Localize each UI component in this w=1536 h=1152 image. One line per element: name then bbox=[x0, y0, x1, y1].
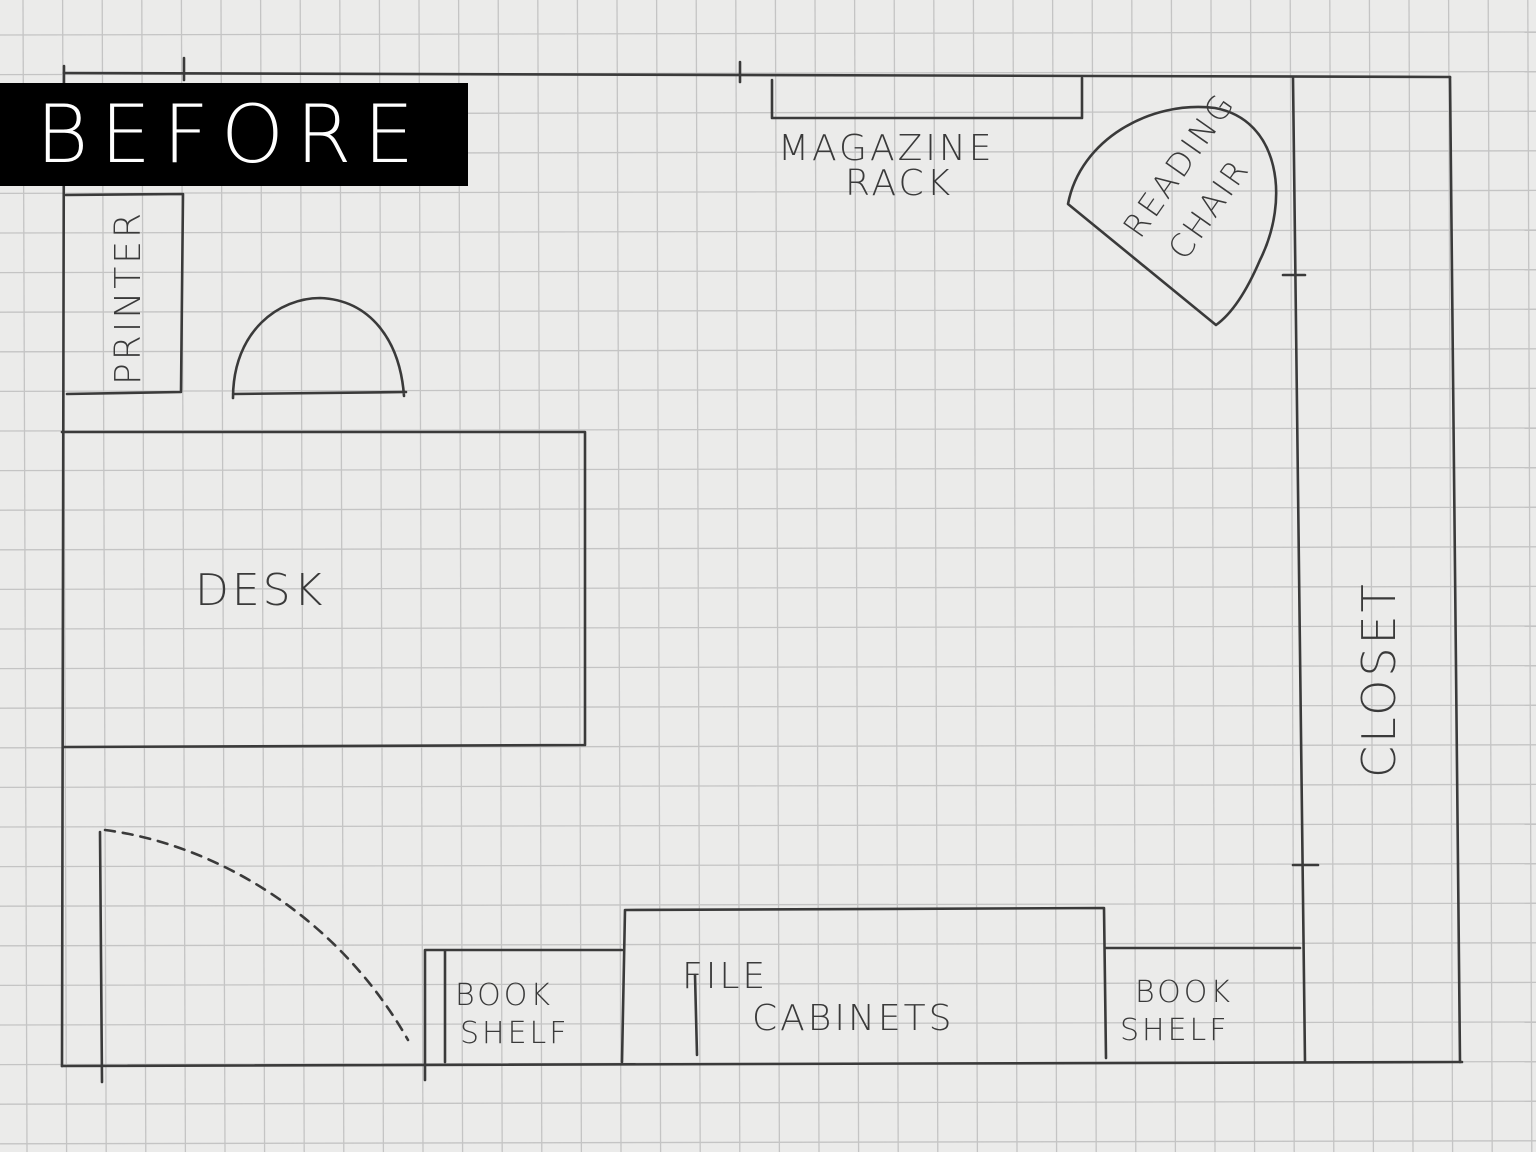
grid-line-vertical bbox=[1210, 0, 1216, 1152]
grid-line-vertical bbox=[1051, 0, 1058, 1152]
grid-line-horizontal bbox=[0, 189, 1536, 195]
grid-line-vertical bbox=[1329, 0, 1335, 1152]
grid-line-horizontal bbox=[0, 942, 1536, 947]
wall-right bbox=[1448, 75, 1462, 1064]
wall-left bbox=[60, 64, 66, 1068]
printer bbox=[64, 192, 185, 396]
grid-line-horizontal bbox=[0, 862, 1536, 868]
magazine-rack bbox=[770, 76, 1084, 120]
grid-line-vertical bbox=[616, 0, 622, 1152]
grid-line-horizontal bbox=[0, 1100, 1536, 1105]
grid-line-vertical bbox=[1368, 0, 1375, 1152]
bookshelf-right-label-line2: SHELF bbox=[1120, 1013, 1230, 1048]
reading-chair bbox=[1066, 105, 1278, 327]
closet-label: CLOSET bbox=[1352, 581, 1406, 778]
bookshelf-right-label-line1: BOOK bbox=[1135, 975, 1233, 1010]
grid-line-vertical bbox=[299, 0, 305, 1152]
before-badge-text: BEFORE bbox=[36, 88, 427, 181]
grid-line-horizontal bbox=[0, 1140, 1536, 1145]
grid-line-horizontal bbox=[0, 902, 1536, 907]
grid-line-horizontal bbox=[0, 823, 1536, 828]
grid-line-horizontal bbox=[0, 506, 1536, 511]
grid-line-vertical bbox=[1289, 0, 1295, 1152]
file-cabinets-label-line1: FILE bbox=[682, 956, 768, 997]
grid-line-vertical bbox=[576, 0, 583, 1152]
grid-line-vertical bbox=[101, 0, 107, 1152]
door bbox=[98, 830, 104, 1084]
grid-line-vertical bbox=[141, 0, 147, 1152]
grid-line-horizontal bbox=[0, 268, 1536, 274]
grid-line-vertical bbox=[378, 0, 385, 1152]
desk-chair bbox=[231, 296, 408, 400]
wall-bottom bbox=[60, 1060, 1464, 1068]
grid-line-vertical bbox=[1091, 0, 1097, 1152]
grid-line-vertical bbox=[814, 0, 820, 1152]
door-swing-arc bbox=[103, 828, 410, 1042]
grid-line-horizontal bbox=[0, 625, 1536, 630]
grid-line-vertical bbox=[1249, 0, 1256, 1152]
grid-line-horizontal bbox=[0, 585, 1536, 591]
grid-line-vertical bbox=[220, 0, 226, 1152]
grid-line-vertical bbox=[1447, 0, 1454, 1152]
magazine-label-line1: MAGAZINE bbox=[778, 128, 995, 169]
wall-top bbox=[62, 71, 1452, 79]
grid-line-vertical bbox=[972, 0, 979, 1152]
printer-label: PRINTER bbox=[108, 210, 149, 385]
bookshelf-left-label-line2: SHELF bbox=[460, 1016, 570, 1051]
grid-line-vertical bbox=[1012, 0, 1018, 1152]
grid-line-horizontal bbox=[0, 348, 1536, 353]
grid-line-horizontal bbox=[0, 387, 1536, 393]
grid-line-horizontal bbox=[0, 466, 1536, 472]
grid-line-horizontal bbox=[0, 31, 1536, 36]
file-cabinets-label-line2: CABINETS bbox=[752, 998, 954, 1039]
grid-line-vertical bbox=[22, 0, 28, 1152]
grid-line-horizontal bbox=[0, 1021, 1536, 1026]
grid-line-horizontal bbox=[0, 783, 1536, 789]
desk bbox=[60, 430, 587, 749]
file-cabinets bbox=[620, 906, 1108, 1064]
grid-line-horizontal bbox=[0, 546, 1536, 551]
desk-label: DESK bbox=[195, 565, 325, 616]
grid-line-vertical bbox=[339, 0, 345, 1152]
magazine-label-line2: RACK bbox=[845, 163, 953, 204]
grid-line-vertical bbox=[259, 0, 266, 1152]
grid-line-vertical bbox=[1527, 0, 1533, 1152]
grid-line-vertical bbox=[180, 0, 187, 1152]
grid-line-vertical bbox=[1131, 0, 1137, 1152]
grid-line-horizontal bbox=[0, 981, 1536, 987]
before-badge: BEFORE bbox=[0, 83, 468, 186]
grid-line-vertical bbox=[655, 0, 662, 1152]
wall-tick bbox=[182, 56, 742, 84]
grid-line-vertical bbox=[1170, 0, 1177, 1152]
grid-line-vertical bbox=[1487, 0, 1493, 1152]
bookshelf-left bbox=[423, 948, 624, 1082]
grid-line-vertical bbox=[1408, 0, 1414, 1152]
closet-outline bbox=[1281, 76, 1320, 1064]
bookshelf-left-label-line1: BOOK bbox=[455, 978, 553, 1013]
grid-line-vertical bbox=[774, 0, 781, 1152]
grid-line-horizontal bbox=[0, 229, 1536, 234]
grid-line-horizontal bbox=[0, 664, 1536, 670]
grid-line-horizontal bbox=[0, 308, 1536, 313]
grid-line-horizontal bbox=[0, 427, 1536, 432]
grid-line-horizontal bbox=[0, 704, 1536, 709]
